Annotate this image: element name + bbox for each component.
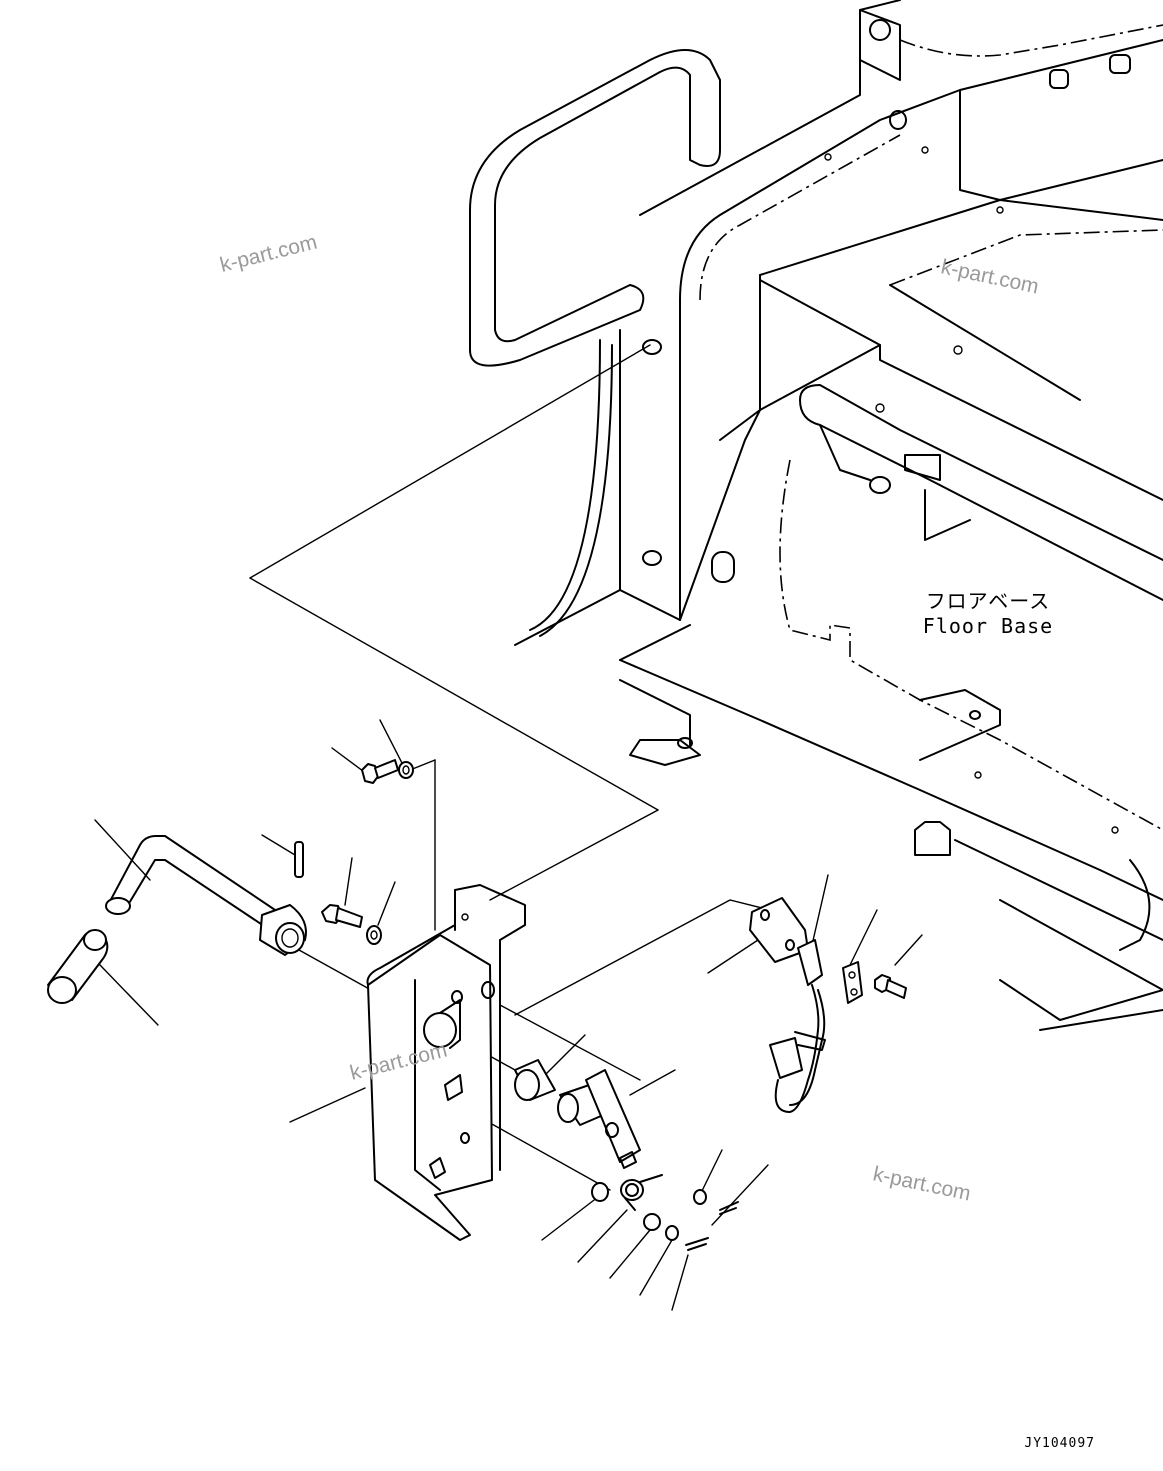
drawing-code: JY104097 [1024, 1436, 1095, 1451]
lever-handle-part [105, 835, 307, 956]
watermark: k-part.com [871, 1162, 973, 1205]
spacer-part [643, 1213, 661, 1231]
floor-base-frame [469, 0, 1163, 1031]
washer-middle-part [366, 925, 382, 945]
cotter-pin-lower-part [685, 1237, 709, 1251]
bushing-part [514, 1059, 556, 1101]
bolt-right-part [874, 974, 907, 999]
spring-pin-part [294, 841, 304, 878]
bolt-upper-part [361, 759, 399, 784]
washer-lower-part [665, 1225, 679, 1241]
cotter-pin-upper-part [719, 1201, 739, 1215]
floor-base-label-jp: フロアベース [926, 589, 1051, 613]
floor-base-label-en: Floor Base [923, 614, 1053, 638]
switch-plate-part [842, 961, 863, 1004]
collar-part [591, 1182, 609, 1202]
watermark: k-part.com [939, 255, 1041, 298]
bolt-middle-part [321, 904, 363, 928]
leader-lines [94, 344, 923, 1311]
torsion-spring-part [620, 1174, 663, 1211]
lever-bracket-part [366, 884, 526, 1241]
washer-right-part [693, 1189, 707, 1205]
lever-arm-part [557, 1069, 641, 1169]
watermark: k-part.com [218, 231, 320, 277]
grip-sleeve-part [47, 929, 109, 1004]
limit-switch-part [749, 897, 826, 1113]
washer-upper-part [398, 761, 414, 779]
